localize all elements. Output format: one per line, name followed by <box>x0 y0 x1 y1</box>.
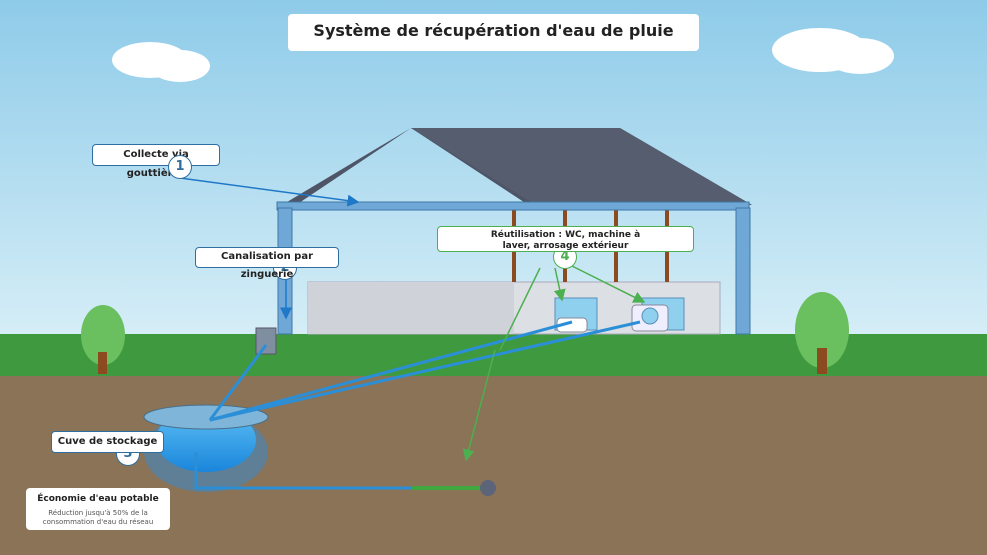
washing-machine-door <box>641 307 659 325</box>
arrows-reuse <box>462 265 646 462</box>
clouds <box>112 28 894 82</box>
pipes <box>194 320 641 490</box>
downpipe-right <box>735 207 751 335</box>
gutter <box>276 201 750 211</box>
info-title: Économie d'eau potable <box>37 494 159 504</box>
step-2-label: Canalisation par zinguerie <box>195 247 339 280</box>
filter <box>255 327 277 355</box>
arrow-collect <box>179 177 360 207</box>
step-3-label: Cuve de stockage <box>51 431 164 453</box>
page-title: Système de récupération d'eau de pluie <box>288 14 699 51</box>
arrow-reuse-garden <box>499 267 541 351</box>
info-box: Économie d'eau potable Réduction jusqu'à… <box>26 488 170 530</box>
roof-right <box>411 128 752 205</box>
tree-left <box>81 305 125 374</box>
tank <box>143 404 269 492</box>
house-wall-left <box>308 282 514 334</box>
step-4-label: Réutilisation : WC, machine à laver, arr… <box>437 226 694 252</box>
tree-right <box>795 292 849 374</box>
step-1-number: 1 <box>168 155 192 179</box>
step-1-label: Collecte via gouttières <box>92 144 220 179</box>
sprinkler-icon <box>480 480 496 496</box>
info-text: Réduction jusqu'à 50% de la consommation… <box>42 509 154 526</box>
